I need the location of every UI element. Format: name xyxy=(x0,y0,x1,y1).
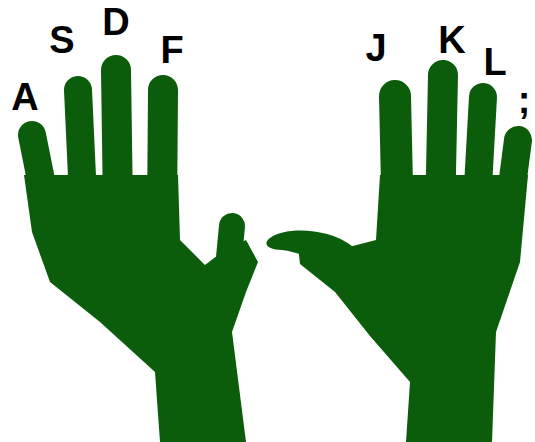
key-label: A xyxy=(11,78,38,116)
right-middle-finger xyxy=(440,75,443,220)
left-ring-finger xyxy=(78,90,84,220)
right-thumb xyxy=(266,230,352,275)
left-index-finger xyxy=(162,90,163,220)
key-label: F xyxy=(160,31,183,69)
right-ring-finger xyxy=(476,97,483,222)
left-thumb xyxy=(228,226,232,268)
key-label: J xyxy=(365,29,386,67)
right-little-finger xyxy=(506,140,518,232)
key-label: D xyxy=(102,3,129,41)
key-label: K xyxy=(438,21,465,59)
right-hand xyxy=(266,75,528,442)
right-index-finger xyxy=(395,96,398,230)
left-little-finger xyxy=(32,135,52,235)
left-middle-finger xyxy=(116,70,118,210)
key-label: ; xyxy=(518,81,531,119)
key-label: S xyxy=(49,21,74,59)
left-hand xyxy=(24,70,258,442)
key-label: L xyxy=(483,43,506,81)
